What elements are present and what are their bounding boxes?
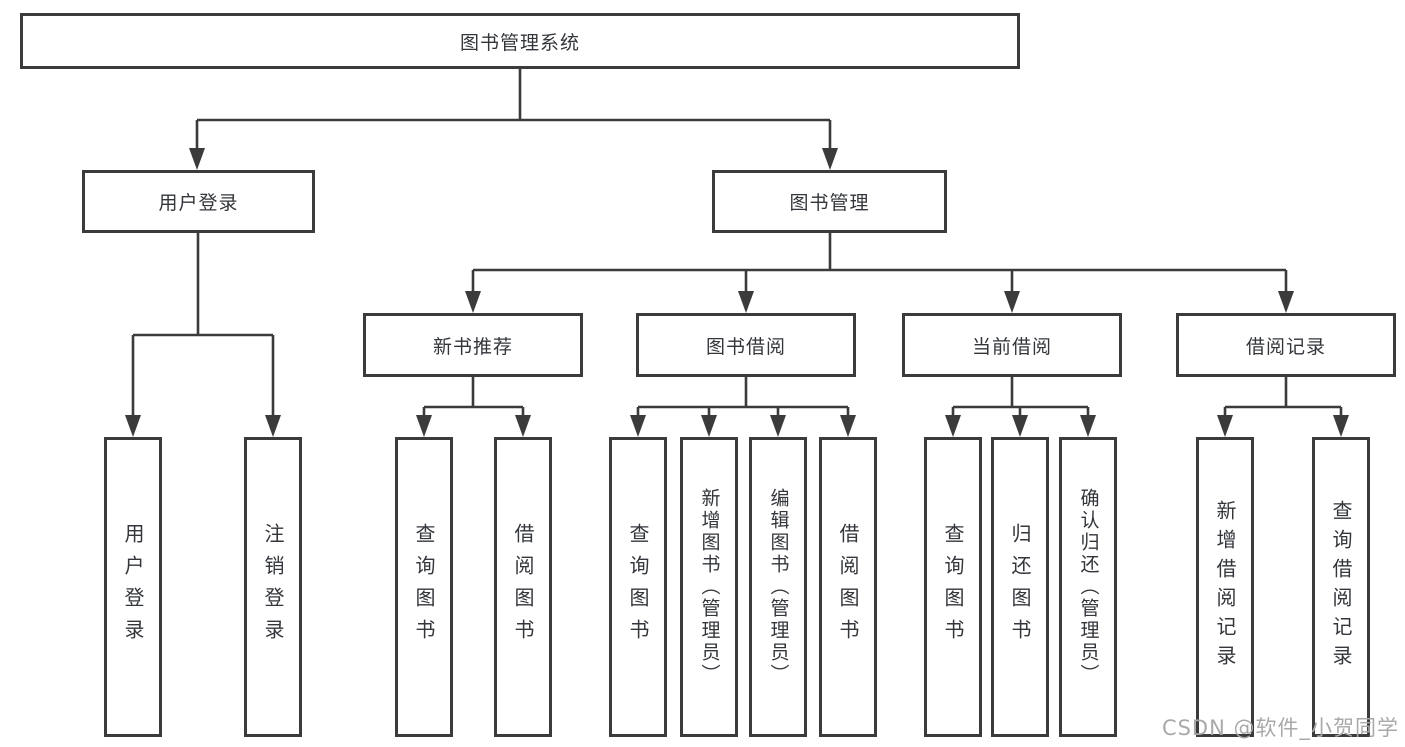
- node-book-management-label: 图书管理: [789, 192, 870, 214]
- leaf-return-books-label: 归还图书: [1008, 523, 1032, 651]
- leaf-query-books-1-label: 查询图书: [412, 523, 436, 651]
- leaf-query-books-3: 查询图书: [924, 437, 982, 737]
- leaf-edit-books-admin-label: 编辑图书（管理员）: [767, 488, 790, 686]
- leaf-confirm-return-admin: 确认归还（管理员）: [1059, 437, 1117, 737]
- node-borrow-records-label: 借阅记录: [1245, 335, 1326, 358]
- leaf-borrow-books-2-label: 借阅图书: [836, 523, 860, 651]
- leaf-add-borrow-record-label: 新增借阅记录: [1213, 500, 1237, 674]
- node-library-system: 图书管理系统: [20, 13, 1020, 69]
- leaf-borrow-books-1-label: 借阅图书: [511, 523, 535, 651]
- node-book-borrow-label: 图书借阅: [705, 335, 786, 358]
- watermark: CSDN @软件_小贺同学: [1161, 716, 1399, 740]
- leaf-edit-books-admin: 编辑图书（管理员）: [749, 437, 807, 737]
- leaf-borrow-books-2: 借阅图书: [819, 437, 877, 737]
- leaf-add-books-admin: 新增图书（管理员）: [680, 437, 738, 737]
- node-library-system-label: 图书管理系统: [459, 31, 580, 54]
- node-current-borrow: 当前借阅: [902, 313, 1122, 377]
- node-current-borrow-label: 当前借阅: [971, 335, 1052, 358]
- node-book-management: 图书管理: [712, 170, 947, 233]
- leaf-confirm-return-admin-label: 确认归还（管理员）: [1077, 488, 1100, 686]
- leaf-query-books-2-label: 查询图书: [626, 523, 650, 651]
- tree-edges: [131, 69, 1343, 420]
- node-book-borrow: 图书借阅: [636, 313, 856, 377]
- leaf-user-login: 用户登录: [104, 437, 162, 737]
- node-user-login: 用户登录: [82, 170, 315, 233]
- leaf-query-borrow-record-label: 查询借阅记录: [1329, 500, 1353, 674]
- leaf-user-login-label: 用户登录: [121, 523, 145, 651]
- leaf-query-books-3-label: 查询图书: [941, 523, 965, 651]
- leaf-add-books-admin-label: 新增图书（管理员）: [698, 488, 721, 686]
- node-new-book-recommend: 新书推荐: [363, 313, 583, 377]
- leaf-query-books-2: 查询图书: [609, 437, 667, 737]
- node-borrow-records: 借阅记录: [1176, 313, 1396, 377]
- node-new-book-recommend-label: 新书推荐: [432, 335, 513, 358]
- node-user-login-label: 用户登录: [158, 192, 239, 214]
- leaf-logout-label: 注销登录: [261, 523, 285, 651]
- leaf-logout: 注销登录: [244, 437, 302, 737]
- leaf-query-books-1: 查询图书: [395, 437, 453, 737]
- leaf-return-books: 归还图书: [991, 437, 1049, 737]
- leaf-borrow-books-1: 借阅图书: [494, 437, 552, 737]
- leaf-query-borrow-record: 查询借阅记录: [1312, 437, 1370, 737]
- arrowheads: [125, 148, 1349, 437]
- leaf-add-borrow-record: 新增借阅记录: [1196, 437, 1254, 737]
